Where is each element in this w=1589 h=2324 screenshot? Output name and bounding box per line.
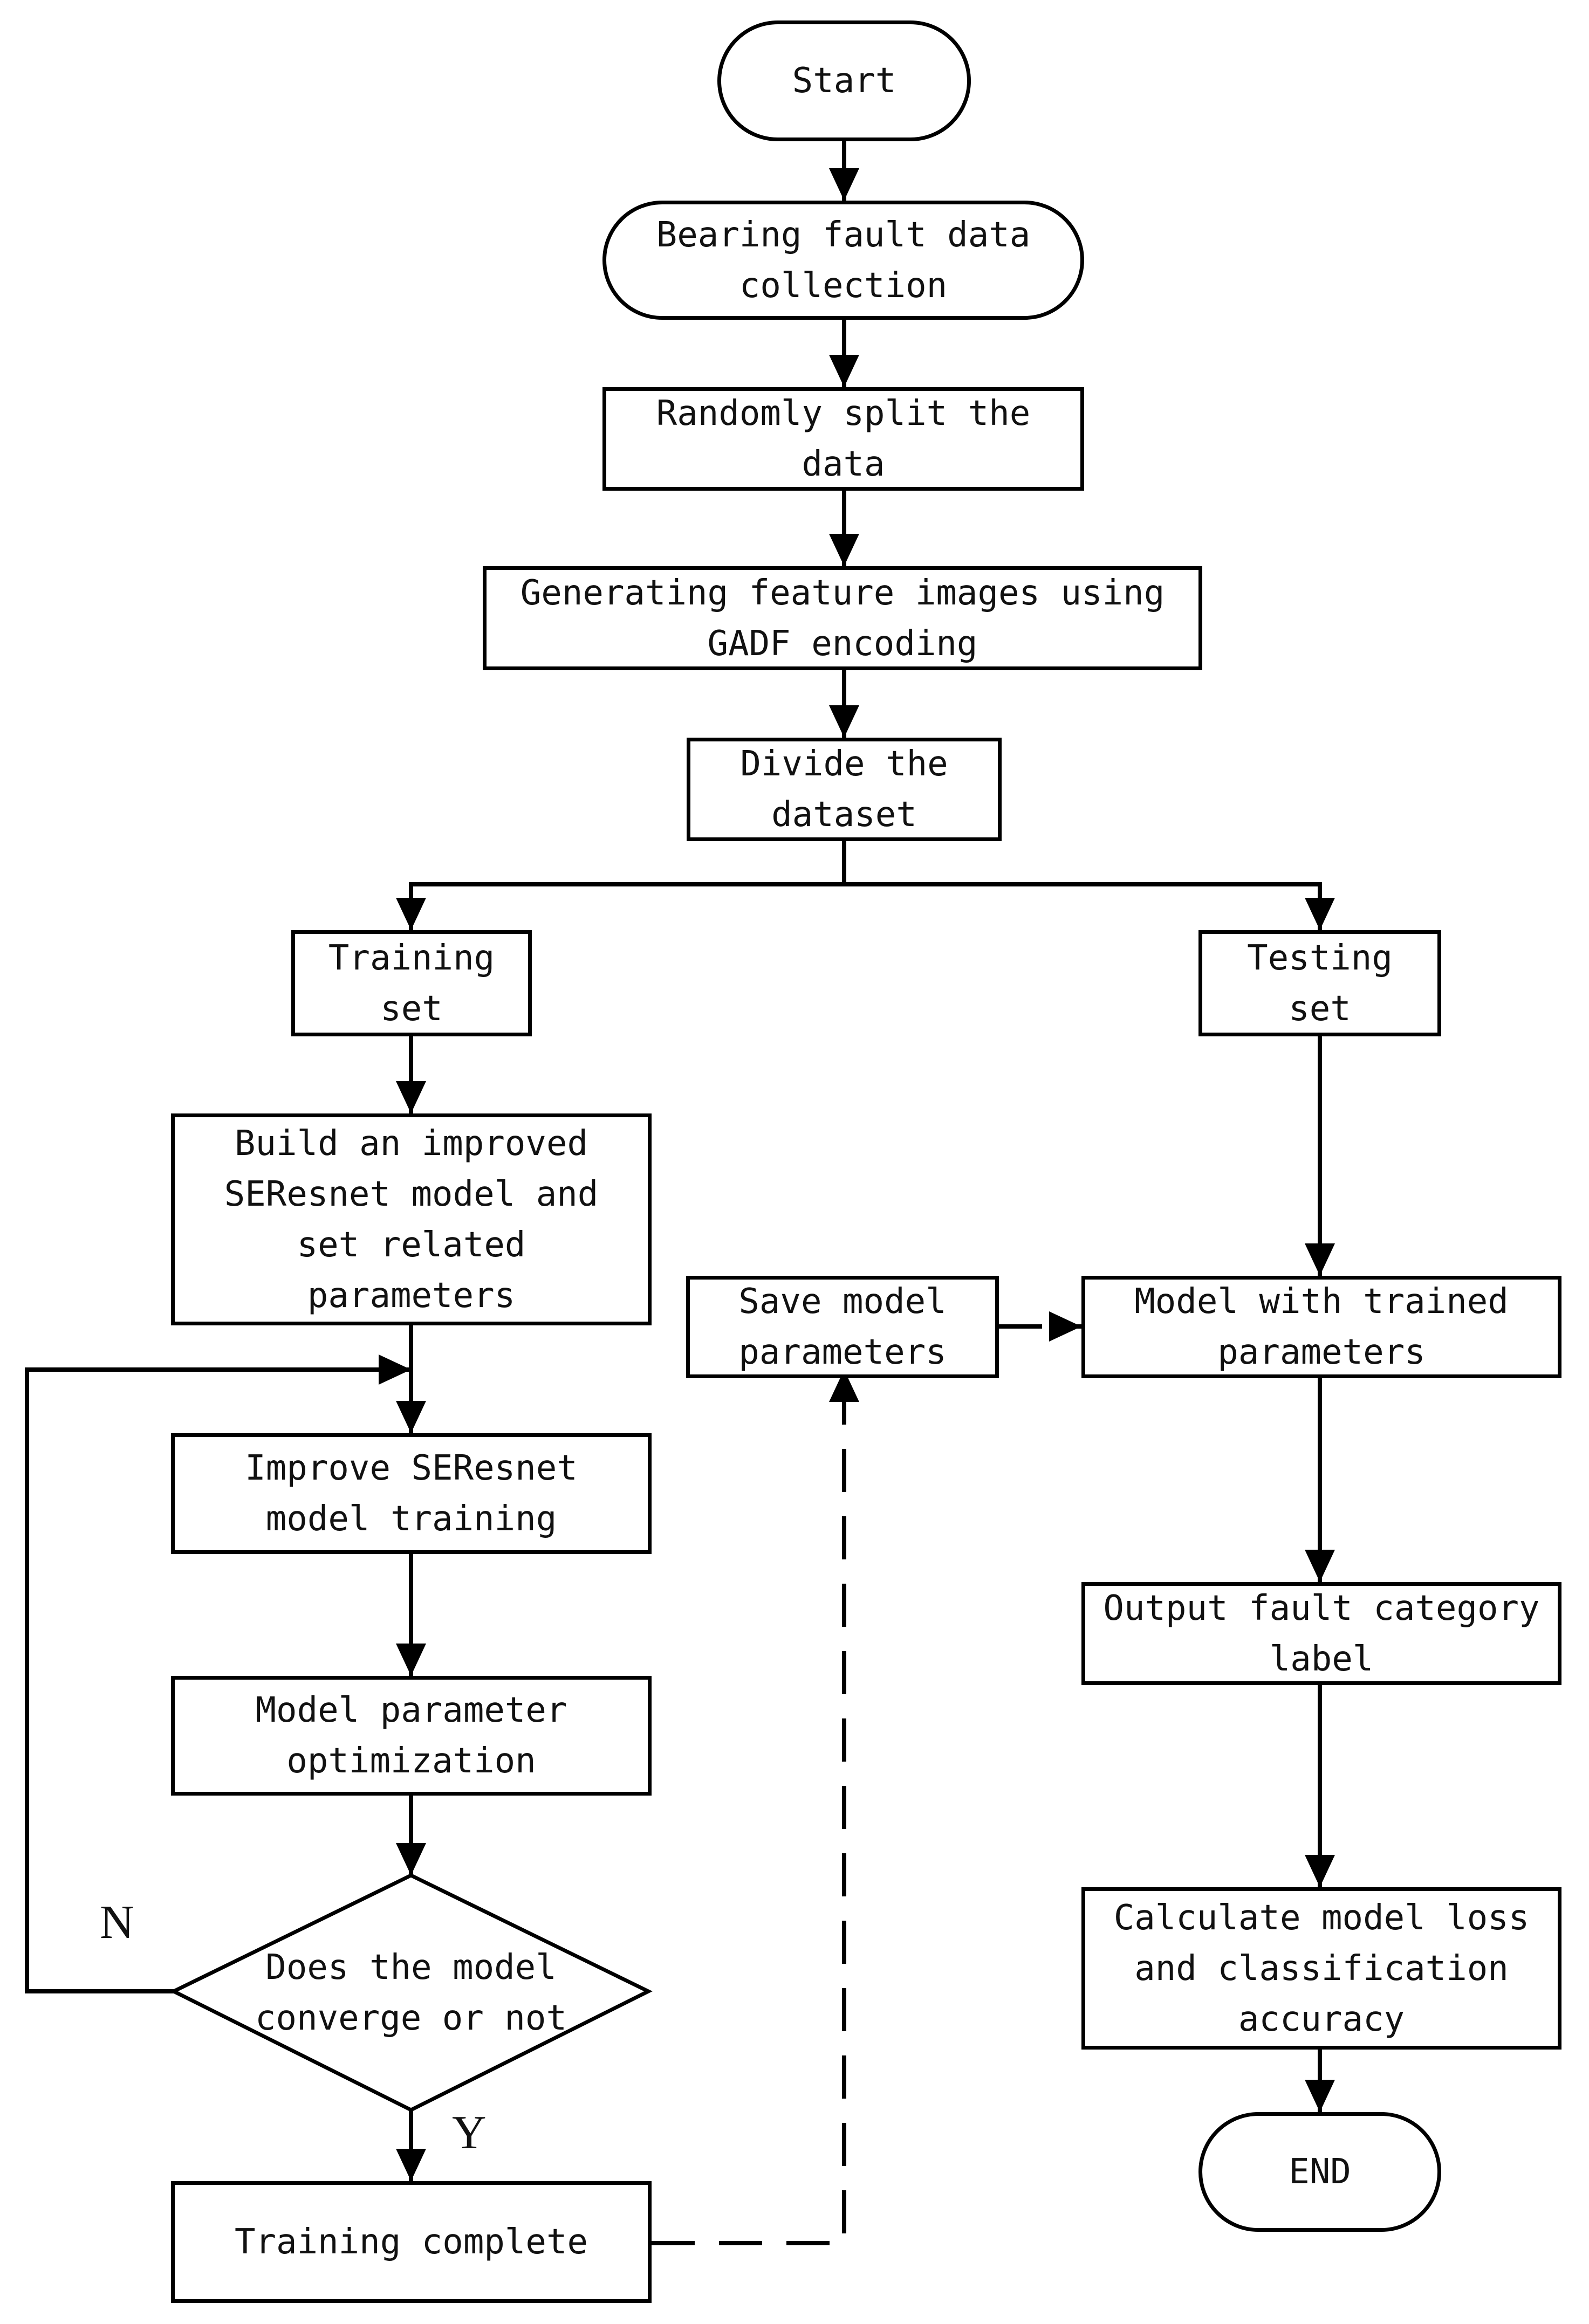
decision-diamond [169, 1873, 653, 2112]
random-split-step: Randomly split the data [602, 387, 1084, 491]
parameter-optimization-step: Model parameter optimization [171, 1676, 652, 1796]
start-terminal: Start [717, 20, 971, 141]
arrowhead [1049, 1311, 1081, 1342]
output-label-text: Output fault category label [1103, 1588, 1540, 1679]
arrowhead [1305, 2080, 1335, 2112]
gadf-encoding-label: Generating feature images using GADF enc… [520, 573, 1165, 664]
training-complete-step: Training complete [171, 2181, 652, 2303]
start-label: Start [792, 61, 896, 101]
improve-training-step: Improve SEResnet model training [171, 1433, 652, 1554]
calculate-metrics-label: Calculate model loss and classification … [1113, 1897, 1530, 2039]
no-branch-label: N [100, 1896, 134, 1949]
training-set-box: Training set [291, 930, 532, 1036]
arrowhead [396, 898, 426, 930]
parameter-optimization-label: Model parameter optimization [255, 1690, 567, 1781]
training-complete-label: Training complete [234, 2222, 588, 2262]
trained-model-label: Model with trained parameters [1134, 1282, 1509, 1372]
arrowhead [829, 534, 859, 566]
trained-model-step: Model with trained parameters [1081, 1276, 1561, 1378]
arrowhead [396, 1644, 426, 1676]
arrowhead [1305, 1243, 1335, 1276]
arrowhead [1305, 898, 1335, 930]
branch-divide-to-test [844, 882, 1322, 930]
arrowhead [829, 355, 859, 387]
training-set-label: Training set [328, 938, 495, 1029]
dashed-complete-to-save [652, 1402, 846, 2245]
build-model-label: Build an improved SEResnet model and set… [224, 1123, 599, 1316]
arrowhead [829, 1370, 859, 1402]
arrowhead [829, 705, 859, 738]
testing-set-box: Testing set [1198, 930, 1441, 1036]
random-split-label: Randomly split the data [656, 394, 1031, 484]
arrowhead [396, 1401, 426, 1433]
output-label-step: Output fault category label [1081, 1582, 1561, 1685]
yes-branch-label: Y [452, 2107, 487, 2159]
save-parameters-step: Save model parameters [686, 1276, 999, 1378]
build-model-step: Build an improved SEResnet model and set… [171, 1113, 652, 1325]
arrowhead [1305, 1550, 1335, 1582]
divide-dataset-step: Divide the dataset [687, 738, 1002, 841]
end-terminal: END [1198, 2112, 1441, 2232]
save-parameters-label: Save model parameters [738, 1282, 947, 1372]
arrowhead [396, 2149, 426, 2181]
gadf-encoding-step: Generating feature images using GADF enc… [483, 566, 1202, 670]
improve-training-label: Improve SEResnet model training [245, 1448, 578, 1539]
arrowhead [379, 1354, 411, 1385]
calculate-metrics-step: Calculate model loss and classification … [1081, 1887, 1561, 2050]
arrowhead [396, 1081, 426, 1113]
branch-divide-to-sets [409, 841, 846, 930]
data-collection-step: Bearing fault data collection [602, 201, 1084, 320]
arrowhead [1305, 1855, 1335, 1887]
data-collection-label: Bearing fault data collection [656, 215, 1031, 306]
decision-label-box: Does the model converge or not [174, 1875, 648, 2110]
arrowhead [396, 1843, 426, 1875]
end-label: END [1289, 2152, 1351, 2192]
divide-dataset-label: Divide the dataset [740, 744, 948, 835]
loop-back-no [25, 1367, 411, 1993]
arrowhead [829, 168, 859, 201]
testing-set-label: Testing set [1247, 938, 1393, 1029]
decision-label: Does the model converge or not [255, 1947, 567, 2038]
